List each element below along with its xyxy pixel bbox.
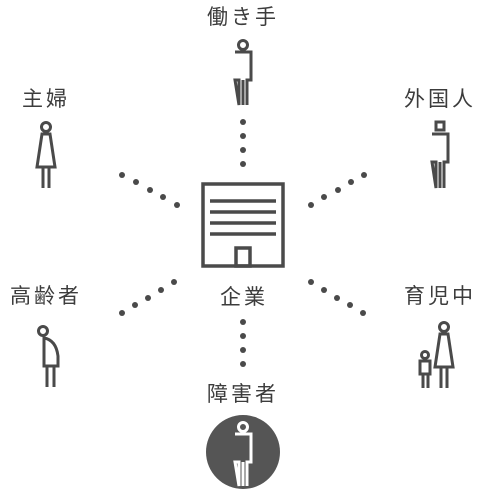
node-label-worker: 働き手 <box>207 5 279 29</box>
connector-disabled <box>240 319 246 367</box>
node-label-homemaker: 主婦 <box>22 87 70 111</box>
connector-foreigner <box>308 172 367 208</box>
elderly-person-icon <box>37 325 60 387</box>
person-in-circle-icon <box>206 415 280 489</box>
node-childcare: 育児中 <box>404 284 476 388</box>
building-icon <box>201 182 285 268</box>
woman-icon <box>35 121 57 188</box>
node-label-foreigner: 外国人 <box>404 87 476 111</box>
connector-elderly <box>119 279 177 316</box>
person-icon <box>430 120 450 189</box>
node-elderly: 高齢者 <box>10 284 82 387</box>
node-worker: 働き手 <box>207 5 279 106</box>
mother-child-icon <box>418 321 455 388</box>
node-label-disabled: 障害者 <box>207 382 279 406</box>
connector-worker <box>240 119 246 167</box>
connector-childcare <box>308 279 366 316</box>
center-label: 企業 <box>220 285 268 309</box>
node-label-childcare: 育児中 <box>404 284 476 308</box>
node-homemaker: 主婦 <box>22 87 70 188</box>
node-foreigner: 外国人 <box>404 87 476 189</box>
person-icon <box>233 39 253 106</box>
node-disabled: 障害者 <box>206 382 280 489</box>
connector-homemaker <box>119 172 180 208</box>
company-node: 企業 <box>201 182 285 309</box>
node-label-elderly: 高齢者 <box>10 284 82 308</box>
